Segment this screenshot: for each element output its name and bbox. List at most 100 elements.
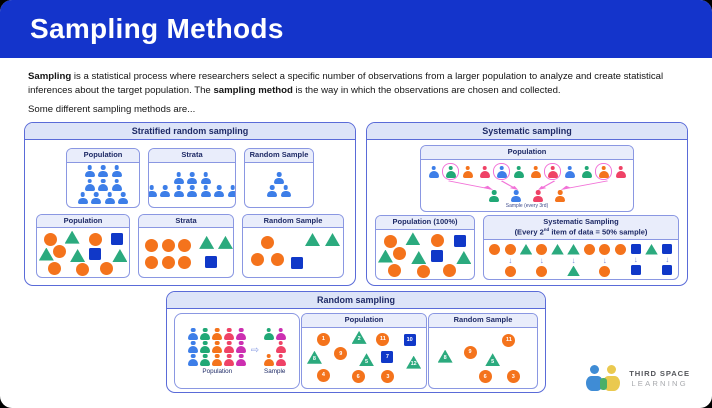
box-label: Population (100%) bbox=[376, 216, 474, 230]
circle-shape bbox=[271, 253, 284, 267]
shape-number: 11 bbox=[379, 336, 386, 343]
box-label: Random Sample bbox=[245, 148, 313, 163]
sequence-item: 5 bbox=[551, 244, 564, 265]
person-icon bbox=[212, 354, 223, 366]
circle-shape bbox=[161, 238, 175, 252]
person-icon bbox=[187, 185, 198, 197]
person-icon bbox=[615, 166, 626, 178]
circle-shape: 3 bbox=[381, 370, 395, 384]
sequence-item: 9 bbox=[580, 244, 626, 265]
person-icon bbox=[581, 166, 592, 178]
panel-random-title: Random sampling bbox=[167, 292, 545, 310]
box-label: Population bbox=[302, 314, 426, 328]
down-arrow-icon: ↓ bbox=[508, 256, 513, 265]
person-icon bbox=[84, 179, 95, 191]
person-icon bbox=[224, 341, 235, 353]
circle-shape: 11 bbox=[376, 332, 390, 346]
sequence-item: 6↓6 bbox=[567, 244, 580, 276]
sequence-item: 1 bbox=[489, 244, 582, 265]
stratified-strata-shapes-box: Strata bbox=[138, 213, 234, 278]
circle-shape: 4 bbox=[536, 244, 582, 263]
box-sublabel: (Every 2nd item of data = 50% sample) bbox=[514, 226, 648, 237]
person-icon bbox=[200, 172, 211, 184]
square-shape bbox=[454, 234, 467, 247]
person-icon bbox=[274, 172, 285, 184]
person-icon bbox=[533, 190, 544, 202]
shape-number: 3 bbox=[511, 373, 515, 380]
circle-shape bbox=[178, 256, 192, 270]
person-icon bbox=[212, 328, 223, 340]
circle-shape bbox=[48, 262, 62, 276]
person-icon bbox=[173, 172, 184, 184]
box-label: Strata bbox=[149, 148, 235, 163]
triangle-shape bbox=[38, 247, 54, 261]
shape-number: 5 bbox=[491, 358, 495, 365]
bottom-panels-row: Random sampling Population ⇨ Sample bbox=[24, 291, 688, 394]
triangle-shape bbox=[112, 248, 128, 262]
person-icon bbox=[200, 341, 211, 353]
triangle-shape: 5 bbox=[359, 353, 375, 367]
person-icon bbox=[200, 354, 211, 366]
random-people-box: Population ⇨ Sample bbox=[174, 313, 300, 390]
person bbox=[459, 163, 476, 180]
triangle-shape bbox=[305, 232, 320, 246]
triangle-shape: 8 bbox=[437, 349, 453, 363]
person-icon bbox=[462, 166, 473, 178]
person-icon bbox=[530, 166, 541, 178]
stratified-sample-people-box: Random Sample bbox=[244, 147, 314, 208]
circle-shape bbox=[52, 244, 66, 258]
person-icon bbox=[224, 328, 235, 340]
circle-shape: 2 bbox=[504, 244, 582, 263]
person-icon bbox=[511, 190, 522, 202]
logo-line2: LEARNING bbox=[631, 378, 688, 388]
sequence-item: 12↓12 bbox=[578, 244, 673, 275]
triangle-shape bbox=[217, 235, 233, 249]
person-icon bbox=[513, 166, 524, 178]
triangle-shape: 3 bbox=[519, 244, 533, 255]
logo-line1: THIRD SPACE bbox=[629, 369, 690, 379]
header: Sampling Methods bbox=[0, 0, 712, 58]
person-icon bbox=[214, 185, 225, 197]
person-icon bbox=[98, 165, 109, 177]
person-icon bbox=[98, 179, 109, 191]
stratified-population-shapes-box: Population bbox=[36, 213, 130, 278]
shape-number: 6 bbox=[483, 373, 487, 380]
square-shape: 10 bbox=[403, 333, 416, 346]
person-icon bbox=[496, 166, 507, 178]
triangle-shape: 11 bbox=[645, 244, 658, 255]
square-shape: 10 bbox=[578, 244, 641, 263]
shape-number: 2 bbox=[579, 256, 583, 263]
triangle-shape bbox=[377, 249, 393, 263]
circle-shape: 8 bbox=[580, 244, 611, 263]
right-arrow-icon: ⇨ bbox=[250, 345, 260, 357]
person-icon bbox=[489, 190, 500, 202]
population-label: Population bbox=[202, 367, 233, 375]
person-icon bbox=[479, 166, 490, 178]
person-icon bbox=[188, 328, 199, 340]
sequence-item: 3 bbox=[519, 244, 533, 265]
box-label: Strata bbox=[139, 214, 233, 229]
person bbox=[476, 163, 493, 180]
triangle-shape: 6 bbox=[567, 244, 580, 255]
circle-shape: 9 bbox=[334, 347, 348, 361]
person-icon bbox=[187, 172, 198, 184]
circle-shape: 3 bbox=[506, 370, 520, 384]
panel-stratified-title: Stratified random sampling bbox=[25, 123, 355, 141]
sequence-item: 8↓8 bbox=[580, 244, 611, 277]
triangle-shape bbox=[64, 230, 80, 244]
circle-shape: 4 bbox=[536, 257, 582, 277]
circle-shape bbox=[261, 235, 274, 249]
down-arrow-icon: ↓ bbox=[665, 255, 670, 264]
circle-shape: 6 bbox=[478, 370, 492, 384]
person bbox=[578, 163, 595, 180]
top-panels-row: Stratified random sampling Population St… bbox=[24, 122, 688, 287]
systematic-population-box: Population bbox=[420, 145, 634, 213]
shape-number: 1 bbox=[321, 336, 325, 343]
circle-shape bbox=[161, 256, 175, 270]
panel-random: Random sampling Population ⇨ Sample bbox=[166, 291, 546, 394]
content-area: Sampling is a statistical process where … bbox=[0, 58, 712, 394]
circle-shape bbox=[88, 232, 102, 246]
shape-number: 4 bbox=[579, 256, 583, 263]
person bbox=[612, 163, 629, 180]
